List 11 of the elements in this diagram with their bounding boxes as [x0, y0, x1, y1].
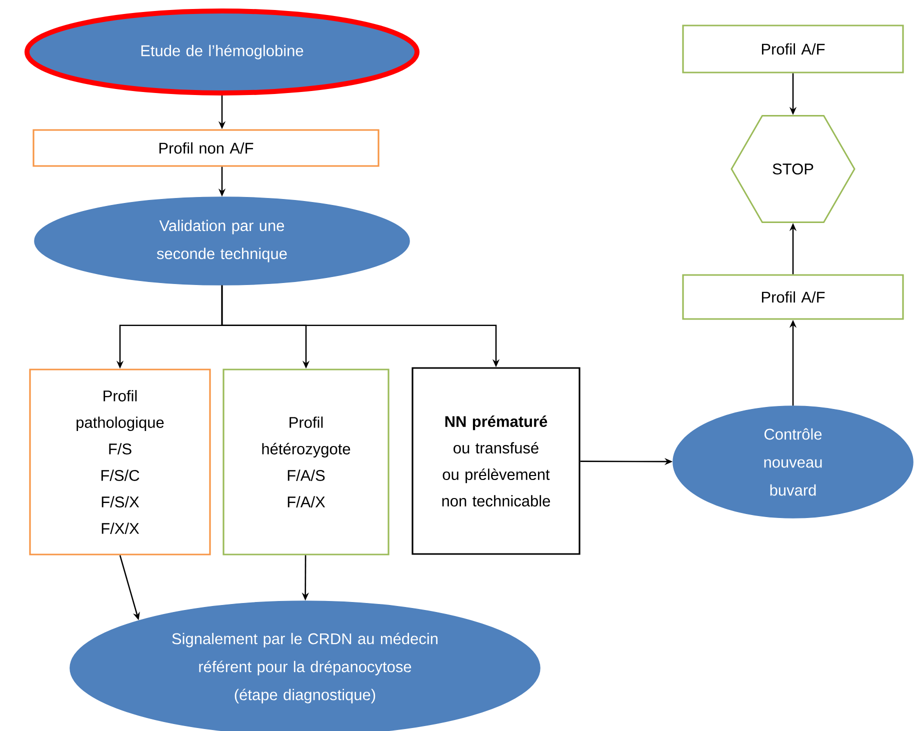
oval-node: Contrôle nouveau buvard: [672, 406, 914, 518]
process-box: Profil pathologique F/S F/S/C F/S/X F/X/X: [29, 368, 211, 556]
process-box: Profil A/F: [682, 24, 904, 74]
process-box: Profil A/F: [682, 274, 904, 320]
oval-node: Etude de l’hémoglobine: [24, 8, 420, 96]
stop-hexagon: STOP: [730, 115, 856, 224]
process-box: Profil non A/F: [32, 129, 380, 167]
oval-node: Signalement par le CRDN au médecin référent pour la drépanocytose (étape diagnostique): [70, 600, 540, 731]
process-box: NN prématuré ou transfusé ou prélèvement non technicable: [412, 367, 580, 555]
oval-node: Validation par une seconde technique: [34, 196, 410, 286]
process-box: Profil hétérozygote F/A/S F/A/X: [222, 368, 390, 556]
